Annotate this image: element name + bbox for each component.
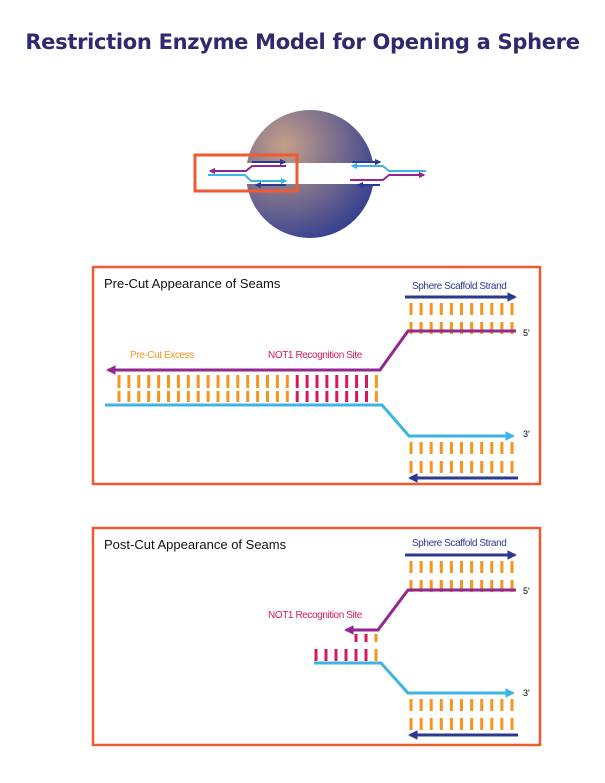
cyan-strand [105, 403, 515, 441]
purple-strand [344, 588, 516, 635]
panel-frame [91, 265, 542, 486]
recognition-site-label: NOT1 Recognition Site [268, 350, 363, 361]
pre-cut-panel: Pre-Cut Appearance of Seams Sphere Scaff… [91, 265, 542, 486]
highlight-frame [193, 153, 299, 193]
sphere-overview [193, 110, 426, 238]
purple-strand [350, 171, 426, 181]
cyan-strand [314, 661, 515, 698]
post-cut-panel: Post-Cut Appearance of Seams Sphere Scaf… [91, 526, 542, 747]
panel-title: Pre-Cut Appearance of Seams [104, 276, 281, 291]
cyan-strand [350, 162, 426, 172]
purple-strand [106, 329, 516, 375]
five-prime-label: 5′ [523, 328, 530, 338]
scaffold-label: Sphere Scaffold Strand [412, 281, 506, 292]
three-prime-label: 3′ [523, 688, 530, 698]
sphere-seam-strands [208, 158, 426, 189]
panel-title: Post-Cut Appearance of Seams [104, 537, 287, 552]
recognition-site-label: NOT1 Recognition Site [268, 610, 363, 621]
page-title: Restriction Enzyme Model for Opening a S… [25, 30, 580, 54]
panel-frame [91, 526, 542, 747]
scaffold-label: Sphere Scaffold Strand [412, 538, 506, 549]
cyan-strand [208, 174, 288, 185]
three-prime-label: 3′ [523, 429, 530, 439]
pre-cut-excess-label: Pre-Cut Excess [130, 350, 194, 361]
five-prime-label: 5′ [523, 586, 530, 596]
purple-strand [208, 165, 286, 175]
